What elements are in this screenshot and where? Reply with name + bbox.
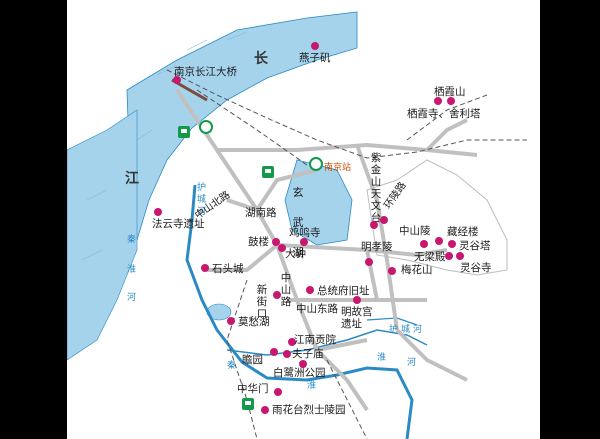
poi-label-dazhong: 大钟	[285, 248, 306, 260]
train-station-icon[interactable]	[242, 398, 254, 410]
water-label: 淮	[307, 381, 317, 391]
water-label: 城	[401, 325, 411, 335]
poi-dot-fayunsi[interactable]	[154, 208, 162, 216]
poi-label-mingxiaoling: 明孝陵	[361, 241, 393, 253]
river-char-jiang: 江	[125, 171, 139, 187]
yangtze-river-south	[67, 109, 138, 361]
poi-label-fuzimiao: 夫子庙	[292, 348, 324, 360]
water-label: 淮	[127, 265, 137, 275]
water-label: 护	[197, 183, 207, 193]
poi-label-jiangnan-gongyuan: 江南贡院	[294, 334, 336, 346]
poi-label-wuliangdian: 无梁殿	[414, 251, 446, 263]
poi-label-cangjinglou: 藏经楼	[447, 226, 479, 238]
poi-dot-zhongshanlu[interactable]	[273, 291, 281, 299]
poi-label-yangtze-bridge: 南京长江大桥	[174, 66, 237, 78]
map-base-layer	[67, 11, 527, 439]
water-label: 秦	[227, 361, 237, 371]
water-label: 护	[389, 325, 399, 335]
poi-dot-qixiashan[interactable]	[434, 97, 442, 105]
poi-label-ming-palace: 明故宫遗址	[341, 306, 373, 330]
poi-dot-zhanyuan[interactable]	[270, 348, 278, 356]
river-char-chang: 长	[254, 51, 268, 67]
map-canvas[interactable]: 长 江 护 城 河 秦 淮 河 护 城 河 秦 淮 河 淮 南京站 中山北路 湖…	[67, 0, 540, 439]
xuanwu-lake	[284, 159, 353, 246]
poi-label-gulou: 鼓楼	[248, 236, 269, 248]
poi-label-jimingsi: 鸡鸣寺	[289, 227, 321, 239]
road-network	[175, 88, 478, 412]
poi-label-shitoucheng: 石头城	[212, 263, 244, 275]
poi-label-yanziji: 燕子矶	[299, 52, 331, 64]
qinhuai-river	[226, 329, 428, 356]
lake-label-xuanwu: 玄武湖	[292, 186, 304, 259]
poi-label-zijinshan-observatory: 紫金山天文台	[370, 152, 382, 224]
moat-river	[185, 184, 414, 439]
poi-dot-jiangnan-gongyuan[interactable]	[288, 338, 296, 346]
road-label-hunanlu: 湖南路	[245, 207, 277, 219]
poi-dot-bailuzhou[interactable]	[299, 360, 307, 368]
poi-label-zhonghuamen: 中华门	[237, 383, 269, 395]
poi-dot-shitoucheng[interactable]	[201, 264, 209, 272]
poi-dot-yangtze-bridge[interactable]	[173, 76, 181, 84]
poi-dot-qixiasi[interactable]	[447, 97, 455, 105]
poi-dot-dazhong[interactable]	[278, 244, 286, 252]
train-station-icon[interactable]	[178, 126, 190, 138]
road-label-xinjiekou: 新街口	[256, 284, 268, 320]
poi-dot-mochouhu[interactable]	[227, 317, 235, 325]
poi-dot-zhongshanling[interactable]	[420, 240, 428, 248]
poi-dot-ming-palace[interactable]	[353, 296, 361, 304]
purple-mountain-outline	[366, 159, 508, 276]
poi-dot-presidential-palace[interactable]	[306, 286, 314, 294]
poi-dot-mingxiaoling[interactable]	[365, 258, 373, 266]
poi-label-bailuzhou: 白鹭洲公园	[273, 367, 326, 379]
poi-label-qixiasi: 栖霞寺、舍利塔	[407, 108, 481, 120]
road-label-zhongshanlu: 中山路	[280, 272, 292, 308]
nanjing-station-label: 南京站	[324, 163, 352, 173]
poi-label-qixiashan: 栖霞山	[434, 86, 466, 98]
poi-dot-wuliangdian[interactable]	[445, 252, 453, 260]
railway-lines	[166, 69, 527, 439]
water-label: 河	[413, 325, 423, 335]
poi-label-fayunsi: 法云寺遗址	[152, 218, 205, 230]
water-label: 城	[197, 195, 207, 205]
metro-station-icon[interactable]	[199, 120, 213, 134]
water-label: 河	[127, 293, 137, 303]
poi-dot-jimingsi[interactable]	[300, 238, 308, 246]
water-label: 淮	[377, 353, 387, 363]
poi-dot-zijinshan-observatory[interactable]	[370, 221, 378, 229]
poi-dot-meihuashan[interactable]	[388, 267, 396, 275]
poi-dot-zhonghuamen[interactable]	[274, 388, 282, 396]
poi-dot-cangjinglou[interactable]	[435, 237, 443, 245]
poi-dot-observatory-2[interactable]	[380, 216, 388, 224]
water-label: 秦	[127, 235, 137, 245]
road-label-zhongshandonglu: 中山东路	[296, 303, 338, 315]
poi-label-zhanyuan: 瞻园	[242, 354, 263, 366]
metro-station-icon[interactable]	[309, 157, 323, 171]
poi-label-linggu-pagoda: 灵谷塔	[459, 240, 491, 252]
poi-label-mochouhu: 莫愁湖	[238, 316, 270, 328]
poi-dot-wuliangdian-2[interactable]	[456, 252, 464, 260]
poi-dot-fuzimiao[interactable]	[283, 350, 291, 358]
poi-label-yuhuatai: 雨花台烈士陵园	[272, 404, 346, 416]
water-label: 河	[197, 207, 207, 217]
poi-dot-gulou[interactable]	[272, 238, 280, 246]
train-station-icon[interactable]	[262, 166, 274, 178]
poi-dot-linggu-pagoda[interactable]	[448, 240, 456, 248]
poi-label-presidential-palace: 总统府旧址	[317, 285, 370, 297]
poi-label-linggusi: 灵谷寺	[460, 262, 492, 274]
water-label: 河	[407, 358, 417, 368]
poi-dot-yanziji[interactable]	[311, 42, 319, 50]
poi-label-meihuashan: 梅花山	[401, 264, 433, 276]
poi-label-zhongshanling: 中山陵	[399, 225, 431, 237]
poi-dot-yuhuatai[interactable]	[261, 406, 269, 414]
